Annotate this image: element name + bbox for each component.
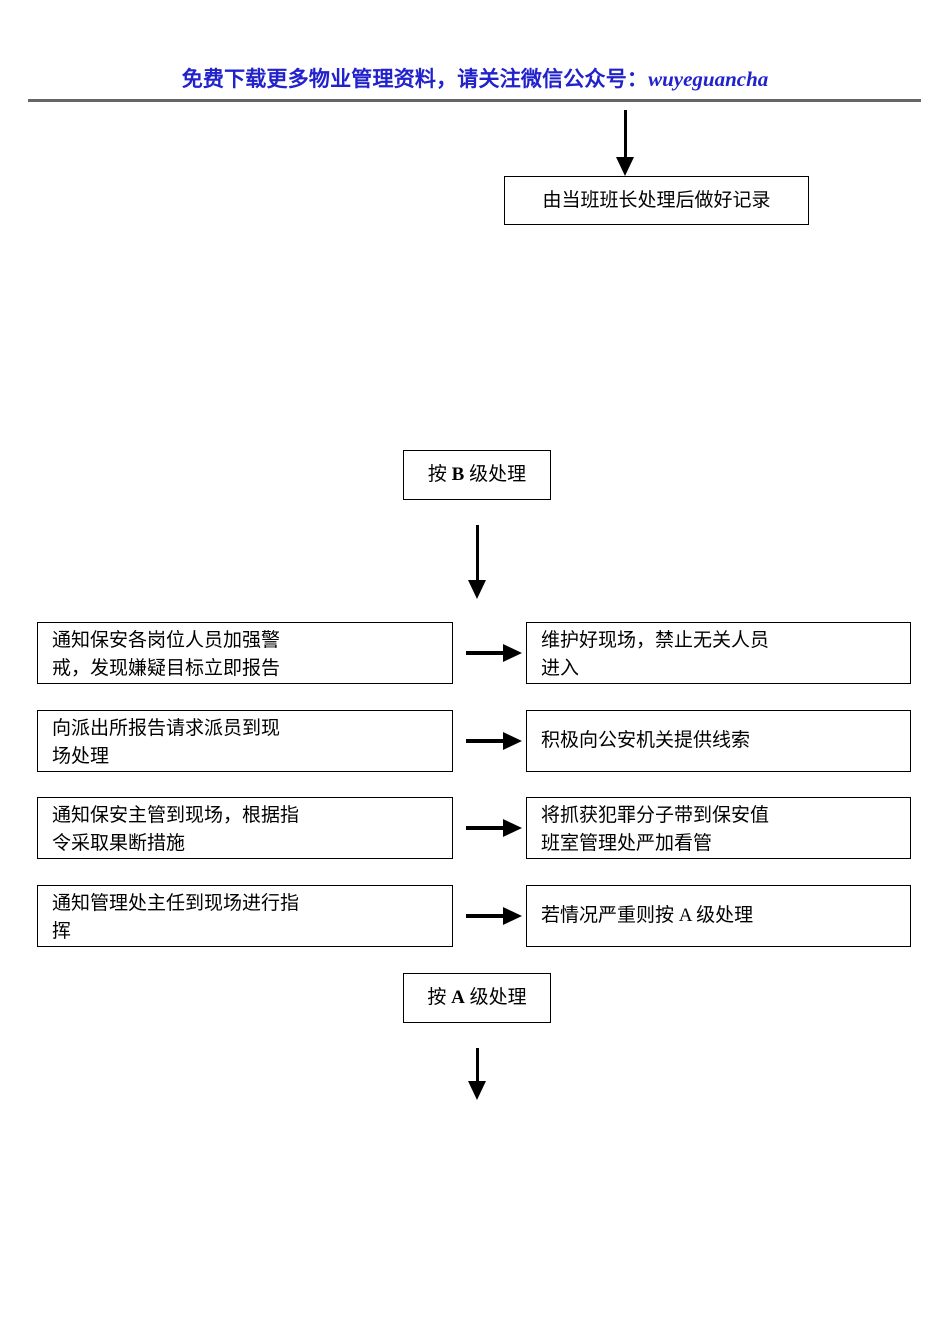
promo-header: 免费下载更多物业管理资料，请关注微信公众号：wuyeguancha <box>0 63 950 93</box>
arrow-down-from-grade-b <box>468 525 486 599</box>
box-row2-left-line1: 向派出所报告请求派员到现 <box>52 718 281 739</box>
box-row1-left-line1: 通知保安各岗位人员加强警 <box>52 630 281 651</box>
arrow-row4-right <box>466 906 522 926</box>
promo-header-account: wuyeguancha <box>648 67 769 91</box>
box-row3-left: 通知保安主管到现场，根据指 令采取果断措施 <box>37 797 453 859</box>
box-row4-left-line2: 挥 <box>52 921 72 942</box>
arrow-row1-right <box>466 643 522 663</box>
box-row1-left-line2: 戒，发现嫌疑目标立即报告 <box>52 658 281 679</box>
box-row4-right: 若情况严重则按 A 级处理 <box>526 885 911 947</box>
box-grade-a: 按 A 级处理 <box>403 973 551 1023</box>
box-row3-right-line2: 班室管理处严加看管 <box>541 833 713 854</box>
header-divider <box>28 99 921 102</box>
box-row2-right-line1: 积极向公安机关提供线索 <box>541 730 751 751</box>
grade-b-suffix: 级处理 <box>464 464 527 485</box>
box-row3-left-line1: 通知保安主管到现场，根据指 <box>52 805 300 826</box>
grade-b-letter: B <box>451 464 465 485</box>
grade-b-prefix: 按 <box>427 464 452 485</box>
arrow-down-to-top-box <box>616 110 634 176</box>
box-row1-right-line2: 进入 <box>541 658 580 679</box>
box-row3-left-line2: 令采取果断措施 <box>52 833 186 854</box>
box-row1-left: 通知保安各岗位人员加强警 戒，发现嫌疑目标立即报告 <box>37 622 453 684</box>
box-grade-b: 按 B 级处理 <box>403 450 551 500</box>
arrow-down-from-grade-a <box>468 1048 486 1100</box>
arrow-row2-right <box>466 731 522 751</box>
box-row4-right-line1: 若情况严重则按 A 级处理 <box>541 905 754 926</box>
box-row3-right: 将抓获犯罪分子带到保安值 班室管理处严加看管 <box>526 797 911 859</box>
box-row4-left-line1: 通知管理处主任到现场进行指 <box>52 893 300 914</box>
box-row1-right-line1: 维护好现场，禁止无关人员 <box>541 630 770 651</box>
box-row2-right: 积极向公安机关提供线索 <box>526 710 911 772</box>
box-row2-left-line2: 场处理 <box>52 746 110 767</box>
box-grade-a-label: 按 A 级处理 <box>427 984 526 1012</box>
box-row4-left: 通知管理处主任到现场进行指 挥 <box>37 885 453 947</box>
box-grade-b-label: 按 B 级处理 <box>428 461 526 489</box>
box-shift-leader-record-label: 由当班班长处理后做好记录 <box>542 189 771 211</box>
promo-header-cn: 免费下载更多物业管理资料，请关注微信公众号： <box>181 67 649 91</box>
arrow-row3-right <box>466 818 522 838</box>
box-row1-right: 维护好现场，禁止无关人员 进入 <box>526 622 911 684</box>
grade-a-suffix: 级处理 <box>464 987 527 1008</box>
box-row3-right-line1: 将抓获犯罪分子带到保安值 <box>541 805 770 826</box>
box-shift-leader-record: 由当班班长处理后做好记录 <box>504 176 809 225</box>
grade-a-letter: A <box>451 987 465 1008</box>
box-row2-left: 向派出所报告请求派员到现 场处理 <box>37 710 453 772</box>
grade-a-prefix: 按 <box>427 987 452 1008</box>
